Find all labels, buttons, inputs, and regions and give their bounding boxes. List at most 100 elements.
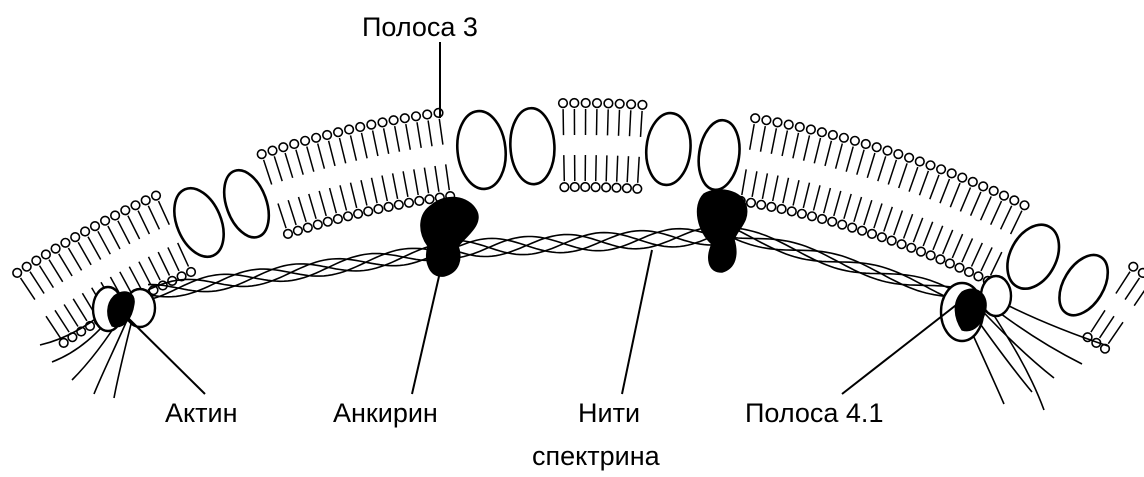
lipid-head-inner <box>425 195 434 204</box>
lipid-tail-inner <box>446 164 450 190</box>
lipid-tail-inner <box>814 185 821 210</box>
lipid-head-outer <box>762 116 771 125</box>
lipid-tail-inner <box>382 176 387 202</box>
lipid-head-inner <box>571 183 580 192</box>
lipid-tail-outer <box>878 156 886 181</box>
lipid-head-outer <box>32 256 41 265</box>
lipid-tail-outer <box>1011 211 1022 234</box>
lipid-head-outer <box>152 191 161 200</box>
lipid-tail-inner <box>773 176 778 202</box>
lipid-head-inner <box>602 183 611 192</box>
lipid-tail-outer <box>909 167 918 192</box>
lipid-tail-outer <box>329 141 335 166</box>
lipid-tail-outer <box>340 138 346 163</box>
lipid-tail-outer <box>1134 284 1144 306</box>
membrane-protein <box>643 111 693 187</box>
lipid-tail-outer <box>30 272 44 294</box>
lipid-tail-outer <box>782 131 787 157</box>
lipid-tail-outer <box>920 171 929 195</box>
lipid-head-outer <box>334 128 343 137</box>
lipid-tail-outer <box>307 147 314 172</box>
label-band-4-1: Полоса 4.1 <box>745 398 883 428</box>
lipid-head-inner <box>868 230 877 239</box>
lipid-tail-inner <box>913 218 922 242</box>
lipid-head-inner <box>887 236 896 245</box>
lipid-tail-outer <box>899 163 907 188</box>
lipid-head-outer <box>91 222 100 231</box>
lipid-tail-outer <box>138 211 149 234</box>
lipid-tail-outer <box>846 147 853 172</box>
lipid-head-inner <box>324 217 333 226</box>
lipid-tail-inner <box>952 234 962 258</box>
lipid-head-inner <box>828 217 837 226</box>
lipid-tail-inner <box>854 197 862 222</box>
lipid-head-outer <box>101 216 110 225</box>
lipid-head-outer <box>784 120 793 129</box>
lipid-head-outer <box>807 125 816 134</box>
lipid-head-outer <box>312 134 321 143</box>
lipid-head-inner <box>334 215 343 224</box>
lipid-tail-outer <box>108 226 120 249</box>
spectrin-strand-right <box>730 228 958 293</box>
lipid-head-outer <box>111 211 120 220</box>
lipid-tail-inner <box>834 191 841 216</box>
lipid-head-outer <box>131 201 140 210</box>
lipid-head-outer <box>22 262 31 271</box>
lipid-tail-inner <box>894 211 903 236</box>
lipid-tail-outer <box>940 179 950 203</box>
lipid-tail-outer <box>296 150 303 175</box>
lipid-head-inner <box>917 247 926 256</box>
lipid-head-inner <box>974 272 983 281</box>
lipid-tail-outer <box>159 201 170 225</box>
lipid-tail-outer <box>264 160 272 185</box>
lipid-head-outer <box>773 118 782 127</box>
lipid-head-outer <box>958 173 967 182</box>
lipid-tail-outer <box>318 144 325 169</box>
lipid-tail-inner <box>991 252 1002 275</box>
lipid-tail-outer <box>285 153 293 178</box>
lipid-head-inner <box>59 339 68 348</box>
lipid-tail-outer <box>98 231 110 254</box>
membrane-protein <box>694 118 744 193</box>
lipid-tail-inner <box>762 173 767 199</box>
lipid-tail-inner <box>962 238 973 262</box>
lipid-tail-outer <box>836 144 843 169</box>
membrane-proteins <box>93 107 1118 341</box>
lipid-tail-inner <box>73 299 87 321</box>
lipid-head-inner <box>965 268 974 277</box>
membrane-protein <box>454 109 510 191</box>
lipid-tail-inner <box>943 230 953 254</box>
lipid-tail-outer <box>960 188 970 212</box>
lipid-tail-inner <box>149 257 161 280</box>
lipid-head-outer <box>412 112 421 121</box>
lipid-head-outer <box>559 99 568 108</box>
lipid-head-inner <box>633 185 642 194</box>
lipid-head-inner <box>798 210 807 219</box>
lipid-tail-inner <box>933 226 943 250</box>
lipid-head-inner <box>788 207 797 216</box>
lipid-head-inner <box>808 212 817 221</box>
lipid-head-inner <box>304 223 313 232</box>
lipid-tail-inner <box>564 155 565 181</box>
lipid-head-outer <box>905 153 914 162</box>
lipid-head-outer <box>279 143 288 152</box>
lipid-tail-inner <box>361 180 367 205</box>
lipid-tail-outer <box>630 110 631 136</box>
lipid-tail-outer <box>771 128 776 154</box>
lipid-tail-inner <box>424 168 428 194</box>
lipid-tail-inner <box>168 247 179 271</box>
lipid-tail-inner <box>46 316 60 338</box>
lipid-tail-inner <box>139 262 151 285</box>
lipid-head-outer <box>367 120 376 129</box>
lipid-tail-outer <box>351 135 357 160</box>
lipid-head-outer <box>257 150 266 159</box>
lipid-tail-inner <box>414 169 418 195</box>
lipid-tail-outer <box>761 126 766 152</box>
lipid-head-outer <box>840 134 849 143</box>
lipid-head-inner <box>560 183 569 192</box>
lipid-tail-outer <box>428 121 432 147</box>
lipid-head-outer <box>345 125 354 134</box>
lipid-head-inner <box>878 233 887 242</box>
lipid-head-inner <box>767 203 776 212</box>
lipid-tail-outer <box>1001 206 1012 230</box>
